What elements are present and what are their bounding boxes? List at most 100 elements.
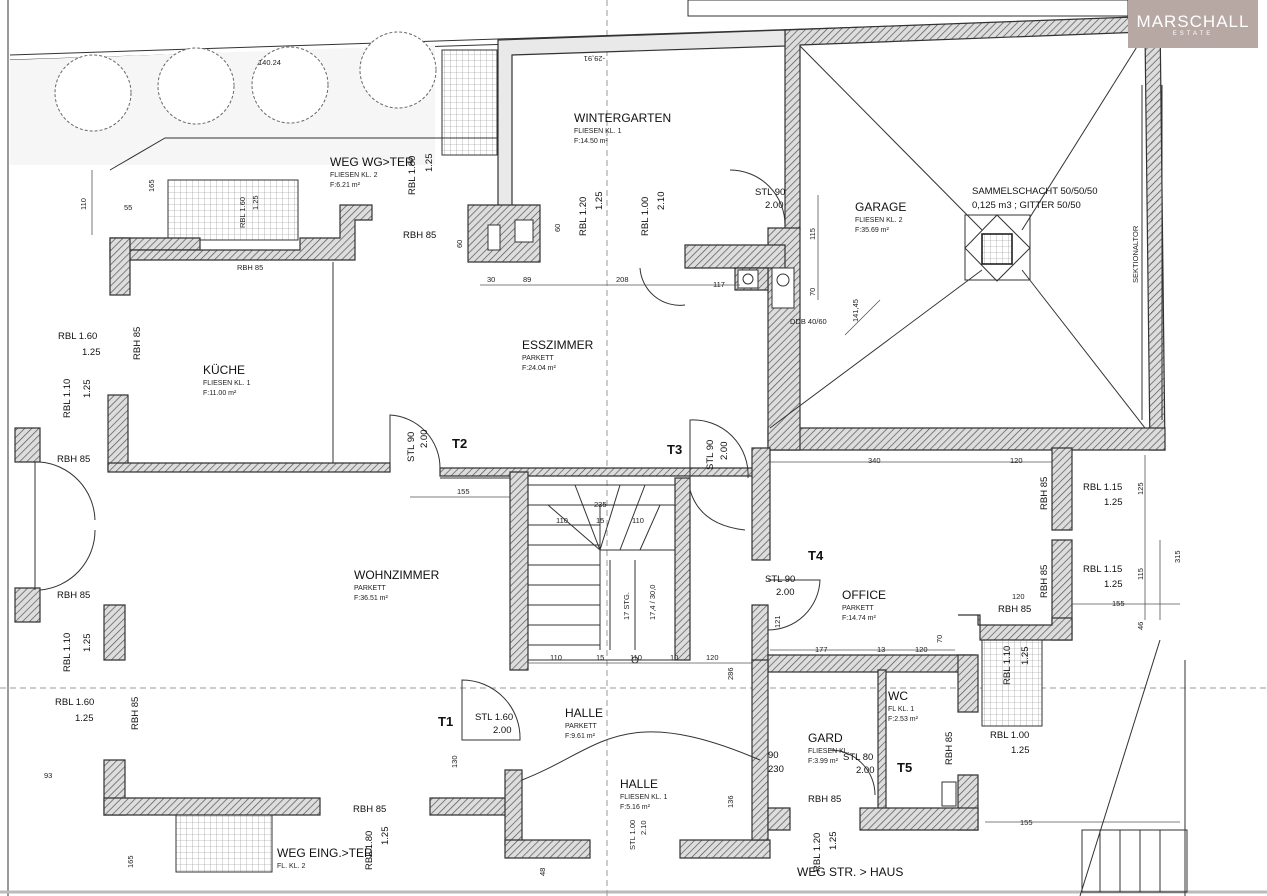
room-area: F:14.74 m² xyxy=(842,615,877,622)
dimension-label: 48 xyxy=(538,868,547,876)
logo-sub: ESTATE xyxy=(1172,30,1214,37)
window-label: RBL 1.10 xyxy=(62,379,73,418)
garage-wall-bottom xyxy=(767,427,1166,451)
window-label: RBL 1.15 xyxy=(1083,482,1122,493)
window-height: 1.25 xyxy=(1104,497,1123,508)
path-floor: FL. KL. 2 xyxy=(277,863,306,870)
office-wall xyxy=(1051,447,1073,531)
window-label: RBL 1.20 xyxy=(578,197,589,236)
window-height: 1.25 xyxy=(82,347,101,358)
window-label: RBH 85 xyxy=(403,230,436,241)
dimension-label: 110 xyxy=(632,516,644,525)
wc-wall xyxy=(877,669,887,811)
room-area: F:9.61 m² xyxy=(565,733,596,740)
room-name-halle-entrance: HALLE xyxy=(620,777,658,791)
dimension-label: 340 xyxy=(868,456,881,465)
dimension-label: 115 xyxy=(1136,568,1145,580)
window-height: 1.25 xyxy=(75,713,94,724)
dimension-label: 110 xyxy=(550,653,562,662)
door-tag-t1: T1 xyxy=(438,714,453,729)
window-label: RBL 1.15 xyxy=(1083,564,1122,575)
window-label: RBH 85 xyxy=(130,697,141,730)
dimension-label: 15 xyxy=(596,516,604,525)
garage-hip-line xyxy=(1021,33,1146,231)
dimension-label: 10 xyxy=(670,653,678,662)
dimension-label: 30 xyxy=(487,275,495,284)
marschall-logo: MARSCHALL ESTATE xyxy=(1128,0,1258,48)
sammelschacht-detail: 0,125 m3 ; GITTER 50/50 xyxy=(972,200,1081,211)
wall-segment xyxy=(109,204,373,261)
door-label: STL 90 xyxy=(705,440,716,470)
ddb-label: DDB 40/60 xyxy=(790,317,827,326)
level-label: 140.24 xyxy=(258,58,281,67)
garage-hip-line xyxy=(1021,269,1146,429)
dimension-label: 60 xyxy=(455,240,464,248)
room-area: F:35.69 m² xyxy=(855,227,890,234)
room-floor: FLIESEN KL. xyxy=(808,748,850,755)
window-label: RBH 85 xyxy=(1039,565,1050,598)
door-label: STL 90 xyxy=(406,432,417,462)
dimension-label: 55 xyxy=(124,203,132,212)
logo-name: MARSCHALL xyxy=(1136,11,1250,31)
dimension-label: 70 xyxy=(935,635,944,643)
window-label: RBL 1.00 xyxy=(990,730,1029,741)
dimension-label: 315 xyxy=(1173,550,1182,563)
dimension-line xyxy=(844,299,881,336)
room-area: F:3.99 m² xyxy=(808,758,839,765)
wintergarten-level: -29,91 xyxy=(584,54,605,63)
dimension-label: 15 xyxy=(596,653,604,662)
wc-wall xyxy=(751,659,769,841)
door-height: 2.10 xyxy=(639,820,648,835)
outline xyxy=(1079,639,1161,896)
door-height: 2.00 xyxy=(493,725,512,736)
planter-grid xyxy=(441,49,498,156)
window-label: RBL 1.10 xyxy=(62,633,73,672)
dimension-label: 46 xyxy=(1136,622,1145,630)
side-grid xyxy=(981,637,1043,727)
room-area: F:2.53 m² xyxy=(888,716,919,723)
door-tag-t2: T2 xyxy=(452,436,467,451)
door-height: 2.00 xyxy=(719,442,730,461)
wall-segment xyxy=(107,462,391,473)
door-label: STL 1.60 xyxy=(475,712,513,723)
window-height: 1.25 xyxy=(251,195,260,210)
room-name-garage: GARAGE xyxy=(855,200,906,214)
path-name-weg-eing: WEG EING.>TER xyxy=(277,846,373,860)
wall-segment xyxy=(109,237,131,296)
door-tag-t3: T3 xyxy=(667,442,682,457)
window-label: RBL 1.60 xyxy=(55,697,94,708)
wall-segment xyxy=(14,587,41,623)
tree-icon xyxy=(251,46,329,124)
dimension-label: 155 xyxy=(457,487,470,496)
drain-diamond xyxy=(964,214,1031,282)
door-height: 2.00 xyxy=(856,765,875,776)
wall-segment xyxy=(107,394,129,471)
door-label: STL 90 xyxy=(755,187,785,198)
path-floor: FLIESEN KL. 2 xyxy=(330,172,378,179)
dimension-label: 155 xyxy=(1112,599,1125,608)
room-floor: PARKETT xyxy=(522,355,554,362)
door-height: 2.00 xyxy=(419,430,430,449)
dimension-label: 286 xyxy=(726,667,735,680)
wall-segment xyxy=(504,839,591,859)
dimension-label: 125 xyxy=(1136,482,1145,495)
room-name-office: OFFICE xyxy=(842,588,886,602)
stairs-count: 17 STG. xyxy=(622,592,631,620)
dimension-label: 165 xyxy=(147,179,156,192)
room-area: F:11.00 m² xyxy=(203,390,237,397)
room-name-esszimmer: ESSZIMMER xyxy=(522,338,594,352)
path-name-weg-str: WEG STR. > HAUS xyxy=(797,865,903,879)
window-label: RBL 1.60 xyxy=(58,331,97,342)
window-label: RBL 1.00 xyxy=(640,197,651,236)
dimension-label: 89 xyxy=(523,275,531,284)
window-label: RBH 85 xyxy=(57,454,90,465)
door-swing xyxy=(34,169,876,796)
window-label: RBL 1.20 xyxy=(812,833,823,872)
window-height: 1.25 xyxy=(1020,647,1031,666)
dimension-label: 110 xyxy=(556,516,568,525)
room-name-gard: GARD xyxy=(808,731,843,745)
wall-segment xyxy=(504,769,523,846)
wc-wall xyxy=(859,807,979,831)
door-label: STL 1.00 xyxy=(628,820,637,850)
